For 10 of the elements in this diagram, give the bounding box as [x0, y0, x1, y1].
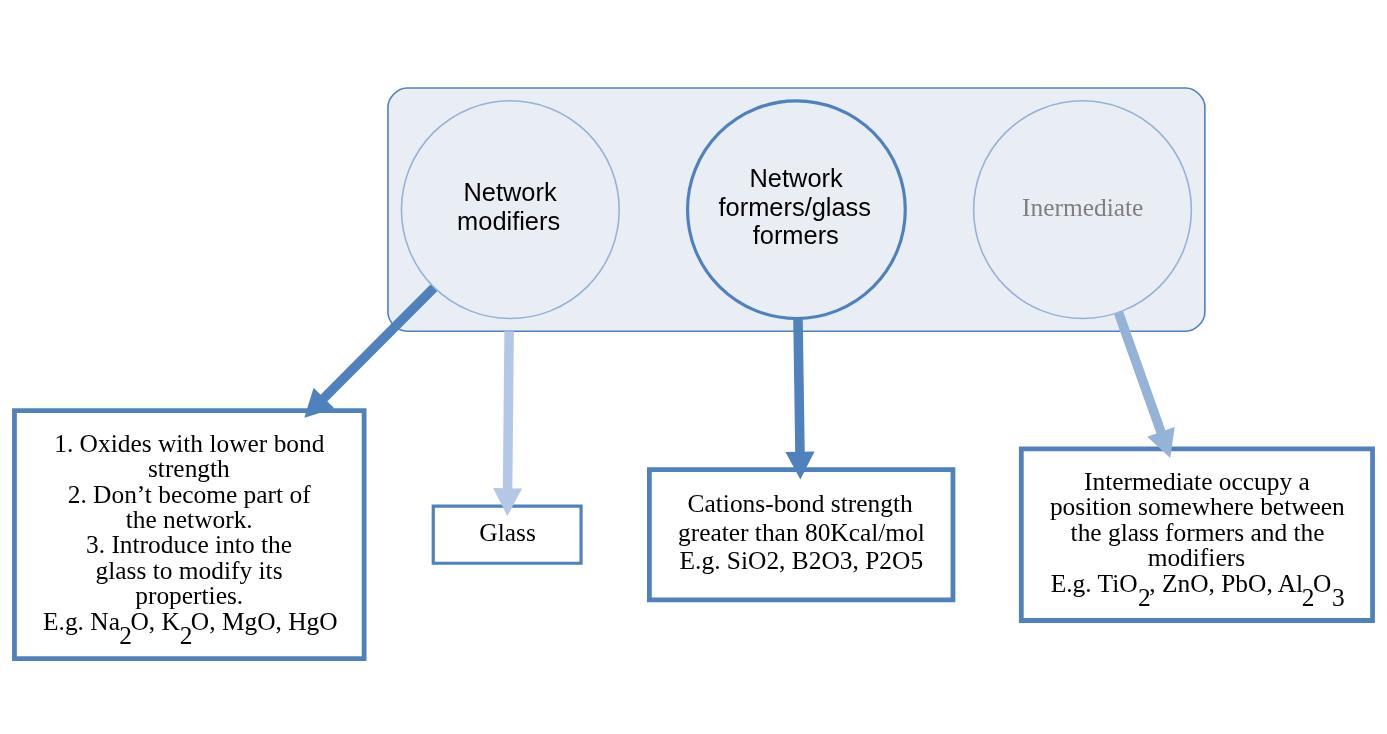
arrow	[1114, 311, 1175, 459]
node-box: Cations-bond strength greater than 80Kcal/mol E.g. SiO2, B2O3, P2O5	[647, 467, 956, 603]
node-circle: Network modifiers	[400, 100, 620, 320]
cluster	[387, 87, 1206, 333]
arrow	[493, 331, 523, 516]
node-circle: Inermediate	[972, 100, 1193, 320]
arrow	[304, 284, 438, 418]
node-circle: Network formers/glass formers	[685, 99, 907, 321]
arrow	[785, 318, 815, 480]
node-box: Glass	[431, 504, 583, 565]
